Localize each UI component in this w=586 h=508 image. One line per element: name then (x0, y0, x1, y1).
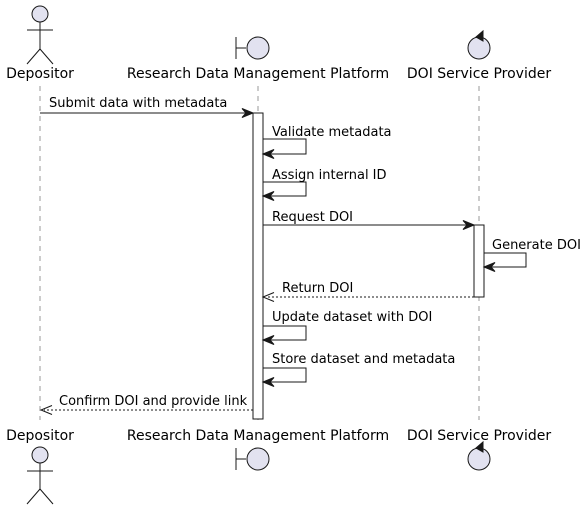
participant-footer-label-doi-provider: DOI Service Provider (407, 428, 551, 444)
depositor-actor-icon (26, 5, 54, 65)
message-label: Update dataset with DOI (272, 310, 432, 325)
participant-label-doi-provider: DOI Service Provider (407, 66, 551, 82)
message-store-dataset: Store dataset and metadata (261, 352, 455, 387)
message-label: Assign internal ID (272, 168, 387, 183)
participant-footer-label-depositor: Depositor (6, 428, 74, 444)
activation-platform (252, 112, 264, 420)
participant-footer-label-platform: Research Data Management Platform (127, 428, 389, 444)
message-label: Request DOI (272, 210, 353, 225)
message-label: Validate metadata (272, 125, 392, 140)
message-label: Submit data with metadata (49, 96, 227, 111)
participant-label-platform: Research Data Management Platform (127, 66, 389, 82)
message-confirm-doi: Confirm DOI and provide link (39, 394, 253, 415)
message-validate-metadata: Validate metadata (261, 125, 392, 159)
message-label: Confirm DOI and provide link (59, 394, 248, 409)
message-update-dataset: Update dataset with DOI (261, 310, 432, 345)
message-label: Generate DOI (492, 238, 581, 253)
participant-label-depositor: Depositor (6, 66, 74, 82)
message-assign-id: Assign internal ID (261, 168, 387, 201)
message-label: Store dataset and metadata (272, 352, 455, 367)
doi-provider-control-footer-icon (467, 440, 491, 471)
message-submit-data: Submit data with metadata (40, 96, 255, 118)
message-generate-doi: Generate DOI (482, 238, 581, 272)
doi-provider-control-icon (467, 29, 491, 60)
depositor-actor-footer-icon (26, 446, 54, 505)
activation-doi-provider (473, 224, 485, 298)
platform-boundary-footer-icon (235, 447, 270, 471)
message-label: Return DOI (282, 281, 353, 296)
message-return-doi: Return DOI (261, 281, 474, 302)
message-request-doi: Request DOI (263, 210, 476, 230)
platform-boundary-icon (235, 36, 270, 60)
